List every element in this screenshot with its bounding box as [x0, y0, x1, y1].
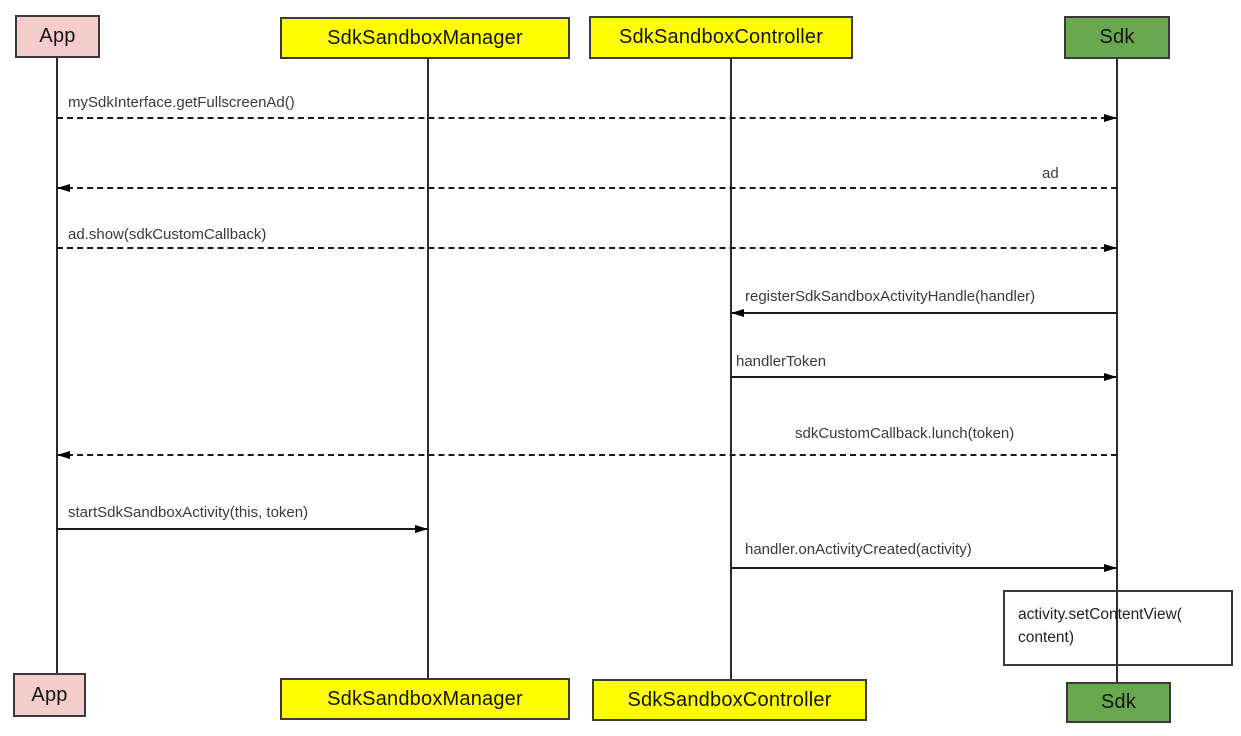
note-set-content-view: activity.setContentView( content) — [1003, 590, 1233, 666]
actor-app-bottom: App — [13, 673, 86, 717]
arrowhead-right-icon — [1104, 114, 1117, 122]
message-3-label: ad.show(sdkCustomCallback) — [68, 226, 267, 243]
lifeline-manager — [427, 59, 429, 678]
arrowhead-left-icon — [731, 309, 744, 317]
actor-controller-top: SdkSandboxController — [589, 16, 853, 59]
message-2-label: ad — [1042, 165, 1059, 182]
note-line-1: activity.setContentView( — [1018, 606, 1182, 623]
message-7-label: startSdkSandboxActivity(this, token) — [68, 504, 309, 521]
message-3-line — [57, 247, 1117, 249]
message-1-label: mySdkInterface.getFullscreenAd() — [68, 94, 295, 111]
actor-sdk-bottom: Sdk — [1066, 682, 1171, 723]
message-6-line — [57, 454, 1117, 456]
arrowhead-right-icon — [1104, 373, 1117, 381]
arrowhead-left-icon — [57, 451, 70, 459]
lifeline-app — [56, 58, 58, 673]
arrowhead-left-icon — [57, 184, 70, 192]
note-line-2: content) — [1018, 629, 1075, 646]
actor-controller-bottom: SdkSandboxController — [592, 679, 867, 721]
actor-app-top: App — [15, 15, 100, 58]
message-8-label: handler.onActivityCreated(activity) — [745, 541, 972, 558]
arrowhead-right-icon — [415, 525, 428, 533]
message-1-line — [57, 117, 1117, 119]
message-4-label: registerSdkSandboxActivityHandle(handler… — [745, 288, 1036, 305]
arrowhead-right-icon — [1104, 564, 1117, 572]
arrowhead-right-icon — [1104, 244, 1117, 252]
message-7-line — [57, 528, 428, 530]
actor-manager-top: SdkSandboxManager — [280, 17, 570, 59]
message-5-label: handlerToken — [736, 353, 827, 370]
lifeline-controller — [730, 59, 732, 679]
message-8-line — [731, 567, 1117, 569]
message-5-line — [731, 376, 1117, 378]
lifeline-sdk — [1116, 59, 1118, 682]
actor-manager-bottom: SdkSandboxManager — [280, 678, 570, 720]
actor-sdk-top: Sdk — [1064, 16, 1170, 59]
message-2-line — [57, 187, 1117, 189]
message-6-label: sdkCustomCallback.lunch(token) — [795, 425, 1015, 442]
message-4-line — [731, 312, 1117, 314]
